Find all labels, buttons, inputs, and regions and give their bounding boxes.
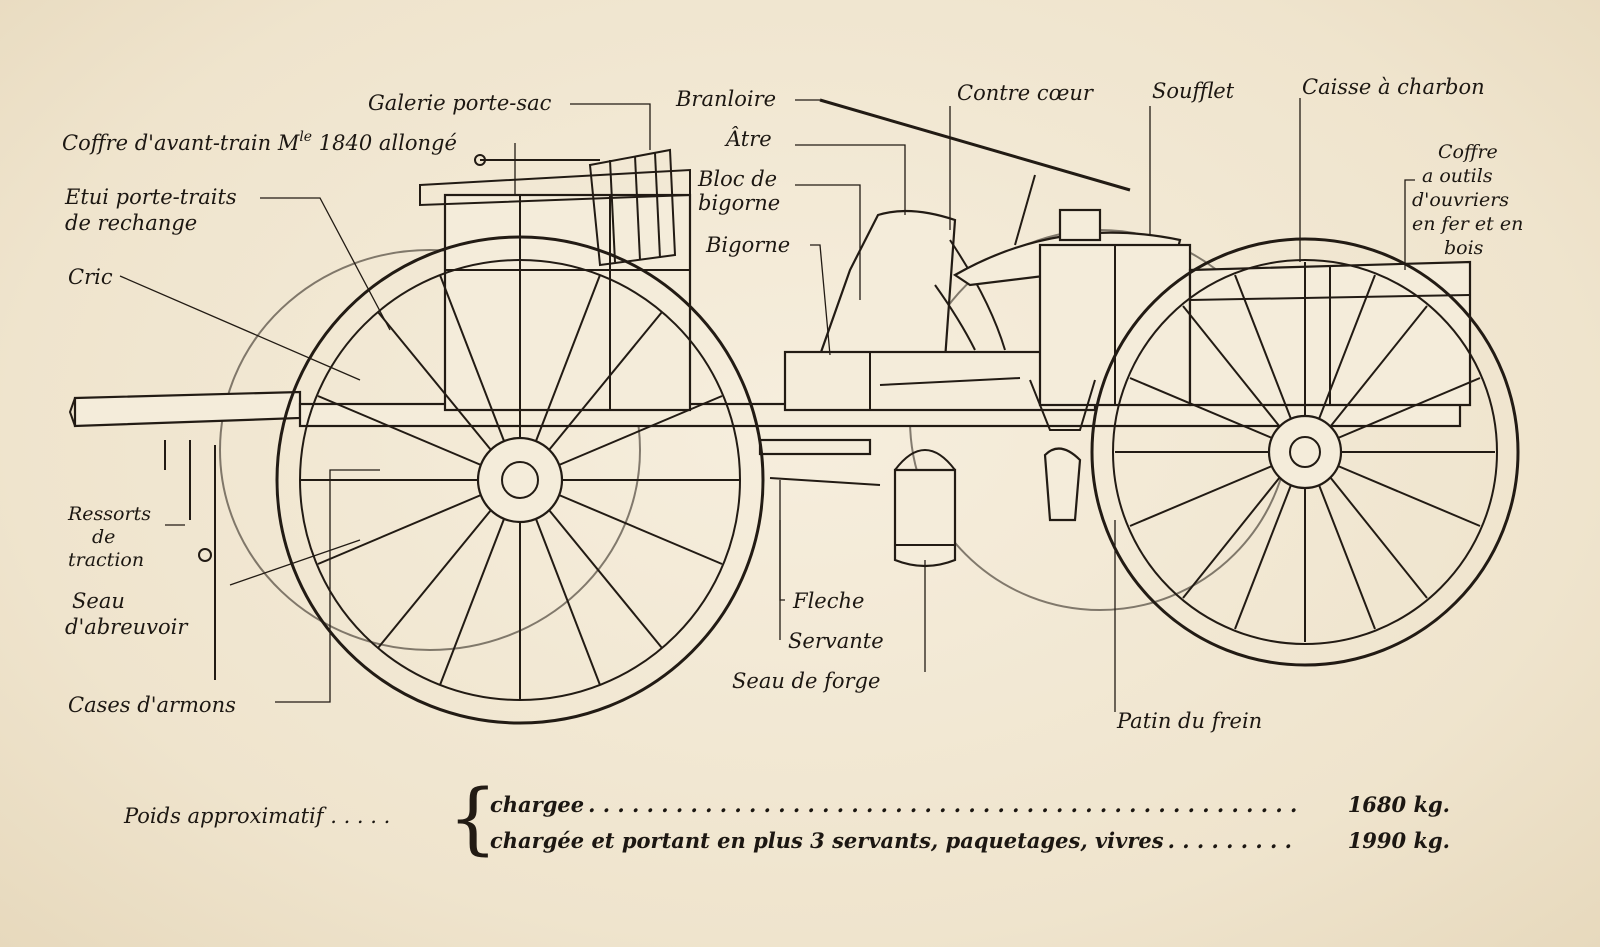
label-coffre-outils-1: Coffre bbox=[1438, 141, 1498, 163]
label-ressorts-2: de bbox=[92, 526, 115, 548]
label-coffre-outils-3: d'ouvriers bbox=[1412, 189, 1509, 211]
label-fleche: Fleche bbox=[792, 589, 864, 613]
label-coffre-avant: Coffre d'avant-train Mle 1840 allongé bbox=[62, 129, 457, 155]
label-seau-abreuvoir-2: d'abreuvoir bbox=[65, 615, 189, 639]
rear-wheel bbox=[1090, 237, 1520, 667]
weight-row-full-label: chargée et portant en plus 3 servants, p… bbox=[490, 828, 1164, 853]
weight-brace: { bbox=[448, 774, 498, 864]
label-bloc-2: bigorne bbox=[698, 191, 780, 215]
label-galerie: Galerie porte-sac bbox=[368, 91, 552, 115]
label-bloc-1: Bloc de bbox=[697, 167, 777, 191]
label-branloire: Branloire bbox=[675, 87, 776, 111]
labels: Galerie porte-sac Coffre d'avant-train M… bbox=[62, 75, 1523, 733]
label-servante: Servante bbox=[788, 629, 884, 653]
weight-title: Poids approximatif . . . . . bbox=[124, 804, 391, 828]
label-seau-abreuvoir-1: Seau bbox=[72, 589, 125, 613]
leader-lines bbox=[119, 98, 1415, 712]
label-cases-armons: Cases d'armons bbox=[68, 693, 236, 717]
front-wheel bbox=[275, 235, 765, 725]
label-cric: Cric bbox=[68, 265, 113, 289]
far-front-wheel bbox=[219, 249, 641, 651]
label-caisse-charbon: Caisse à charbon bbox=[1302, 75, 1485, 99]
weight-row-full-value: 1990 kg. bbox=[1347, 828, 1450, 853]
tool-chest bbox=[1188, 260, 1472, 407]
label-bigorne: Bigorne bbox=[705, 233, 790, 257]
label-etui-1: Etui porte-traits bbox=[64, 185, 237, 209]
label-soufflet: Soufflet bbox=[1152, 79, 1235, 103]
label-atre: Âtre bbox=[724, 127, 772, 151]
brake-pad bbox=[1029, 379, 1096, 522]
label-contre-coeur: Contre cœur bbox=[957, 81, 1095, 105]
label-coffre-outils-5: bois bbox=[1444, 237, 1484, 259]
coal-box bbox=[1038, 243, 1192, 407]
label-etui-2: de rechange bbox=[65, 211, 197, 235]
label-ressorts-3: traction bbox=[68, 549, 144, 571]
forge-bucket bbox=[893, 449, 957, 568]
limber-chest bbox=[419, 168, 692, 412]
sack-rack bbox=[474, 148, 677, 267]
label-patin-frein: Patin du frein bbox=[1116, 709, 1262, 733]
label-coffre-outils-4: en fer et en bbox=[1412, 213, 1523, 235]
label-ressorts-1: Ressorts bbox=[67, 503, 151, 525]
label-seau-forge: Seau de forge bbox=[732, 669, 880, 693]
weight-row-loaded-label: chargee bbox=[490, 792, 585, 817]
weight-row-loaded-value: 1680 kg. bbox=[1347, 792, 1450, 817]
weight-table: Poids approximatif . . . . . { chargee. … bbox=[124, 774, 1450, 864]
forge-hearth bbox=[783, 209, 1097, 412]
traction-springs bbox=[164, 440, 216, 680]
forge-wagon-diagram: Galerie porte-sac Coffre d'avant-train M… bbox=[62, 75, 1523, 733]
label-coffre-outils-2: a outils bbox=[1422, 165, 1493, 187]
